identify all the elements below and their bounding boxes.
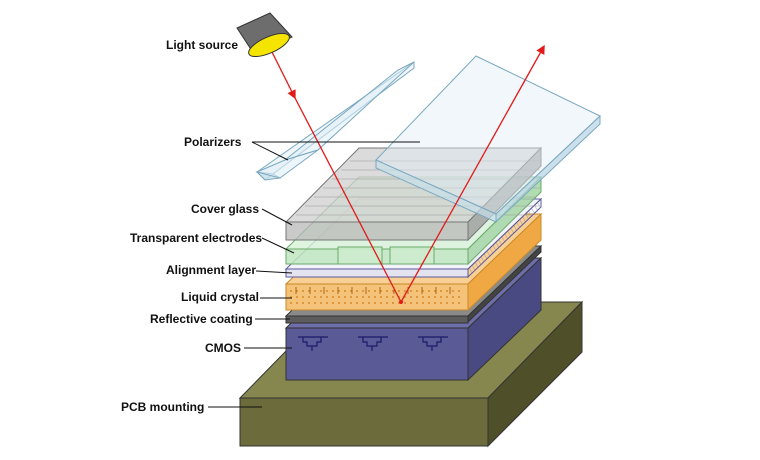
cmos-circuit-pattern [298, 336, 448, 351]
label-alignment-layer: Alignment layer [166, 263, 256, 277]
polarizer-left [255, 61, 415, 181]
labels: Light source Polarizers Cover glass Tran… [121, 38, 420, 414]
label-reflective-coating: Reflective coating [150, 312, 253, 326]
label-cmos: CMOS [205, 341, 241, 355]
incident-ray-continued [293, 95, 402, 303]
label-light-source: Light source [166, 38, 238, 52]
polarizer-right [375, 55, 601, 224]
label-liquid-crystal: Liquid crystal [181, 290, 259, 304]
incident-ray [271, 51, 296, 100]
reflection-point [399, 300, 403, 304]
light-source-icon [236, 12, 293, 58]
label-transparent-electrodes: Transparent electrodes [130, 231, 262, 245]
label-cover-glass: Cover glass [191, 202, 259, 216]
light-rays [271, 44, 545, 304]
label-polarizers: Polarizers [184, 135, 242, 149]
reflected-ray [400, 44, 545, 303]
label-pcb-mounting: PCB mounting [121, 400, 204, 414]
